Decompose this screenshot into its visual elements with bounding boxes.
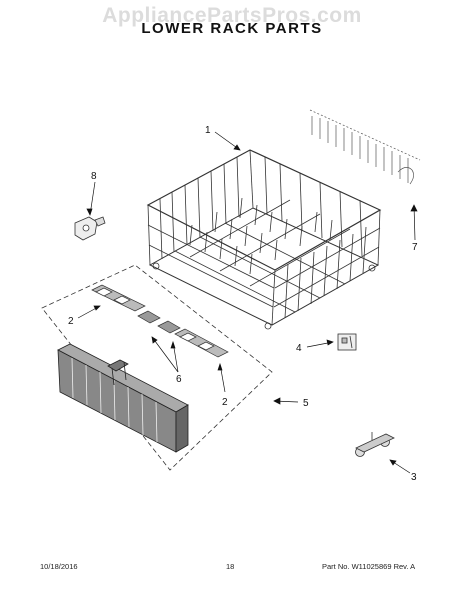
tub-rail-outline: [309, 109, 421, 185]
rack-adjuster: [74, 216, 106, 241]
callout-6: 6: [176, 374, 182, 385]
rack-clip: [337, 333, 357, 351]
basket-cover: [91, 284, 229, 358]
callout-4: 4: [296, 343, 302, 354]
callout-7: 7: [412, 242, 418, 253]
small-basket-cover: [137, 310, 181, 334]
callout-8: 8: [91, 171, 97, 182]
page-title: LOWER RACK PARTS: [141, 20, 323, 37]
callout-2-top: 2: [68, 316, 74, 327]
silverware-basket: [57, 343, 189, 453]
footer-date: 10/18/2016: [40, 562, 78, 571]
lower-rack-basket: [146, 149, 382, 330]
callout-5: 5: [303, 398, 309, 409]
footer-part-number: Part No. W11025869 Rev. A: [322, 562, 416, 571]
leader-lines: [77, 131, 418, 474]
callout-3: 3: [411, 472, 417, 483]
watermark: AppliancePartsPros.com: [102, 4, 362, 27]
footer-page-number: 18: [226, 562, 235, 571]
callout-2-bottom: 2: [222, 397, 228, 408]
silverware-basket-group: [41, 264, 273, 471]
callout-1: 1: [205, 125, 211, 136]
wheel-assembly: [355, 432, 395, 457]
